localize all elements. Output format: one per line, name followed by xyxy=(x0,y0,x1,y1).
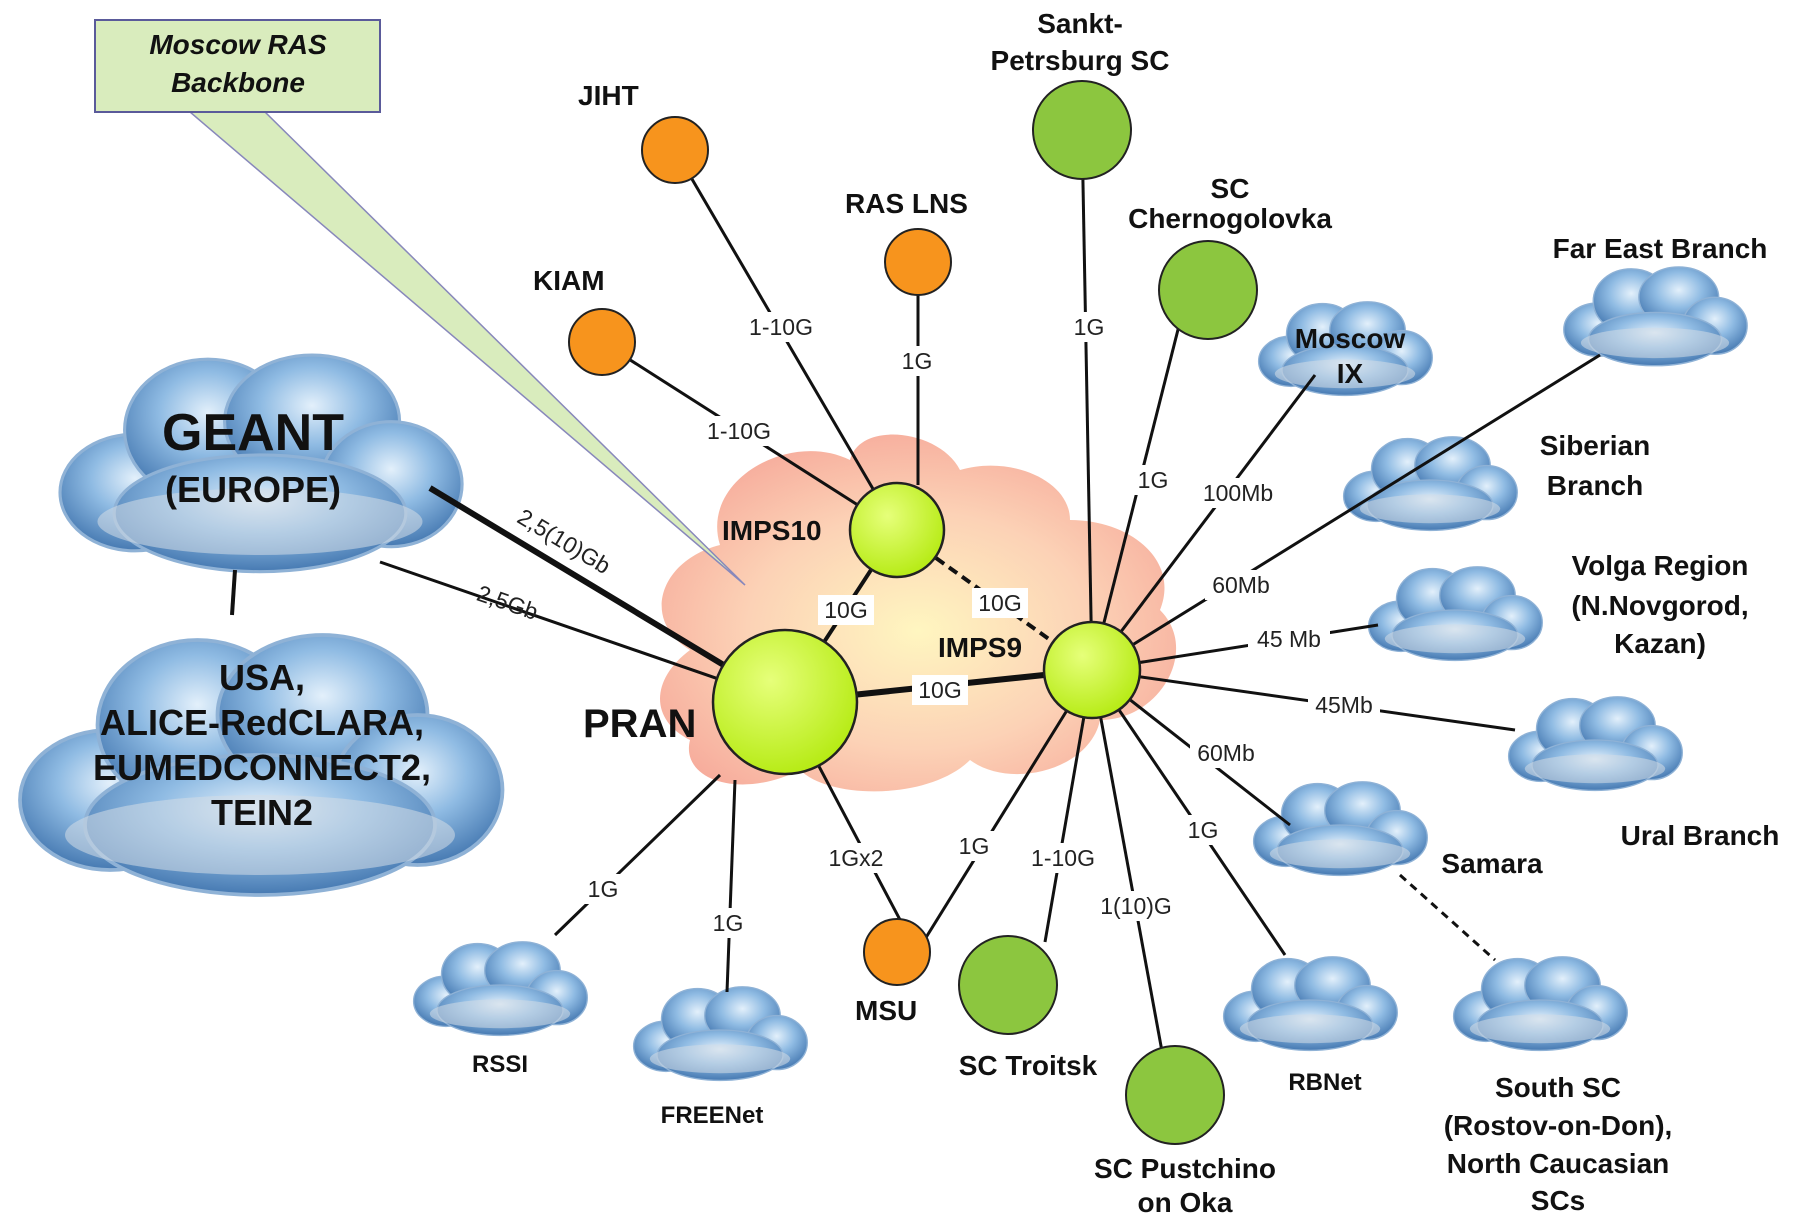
chernogolovka-sc-node xyxy=(1158,240,1258,340)
link-label-troitsk: 1-10G xyxy=(1031,845,1095,871)
jiht-label: JIHT xyxy=(578,80,639,111)
msu-node xyxy=(863,918,931,986)
spb-label-line2: Petrsburg SC xyxy=(991,45,1170,76)
spb-label-line1: Sankt- xyxy=(1037,8,1123,39)
moscow-ix-label-line1: Moscow xyxy=(1295,323,1406,354)
kiam-node xyxy=(568,308,636,376)
imps9-node xyxy=(1042,620,1142,720)
volga-label-line1: Volga Region xyxy=(1572,550,1749,581)
link-label-volga: 45 Mb xyxy=(1257,626,1321,652)
south-label-line4: SCs xyxy=(1531,1185,1585,1216)
backbone-callout: Moscow RAS Backbone xyxy=(94,19,746,586)
chernogolovka-label-line2: Chernogolovka xyxy=(1128,203,1332,234)
link-label-kiam: 1-10G xyxy=(707,418,771,444)
geant-label-line1: GEANT xyxy=(162,404,344,462)
link-label-rbnet: 1G xyxy=(1188,817,1219,843)
south-label-line2: (Rostov-on-Don), xyxy=(1444,1110,1673,1141)
callout-line2: Backbone xyxy=(171,67,305,98)
pustchino-sc-node xyxy=(1125,1045,1225,1145)
imps10-node xyxy=(848,481,946,579)
usa-label-line4: TEIN2 xyxy=(211,792,313,833)
ural-label: Ural Branch xyxy=(1621,820,1780,851)
link-label-spb: 1G xyxy=(1074,314,1105,340)
link-label-freenet: 1G xyxy=(713,910,744,936)
kiam-label: KIAM xyxy=(533,265,605,296)
link-label-siberian: 60Mb xyxy=(1212,572,1270,598)
samara-label: Samara xyxy=(1441,848,1543,879)
usa-label-line3: EUMEDCONNECT2, xyxy=(93,747,431,788)
cloud-labels: GEANT (EUROPE) USA, ALICE-RedCLARA, EUME… xyxy=(93,233,1779,1216)
siberian-label-line1: Siberian xyxy=(1540,430,1650,461)
jiht-node xyxy=(641,116,709,184)
link-label-pran-imps9: 10G xyxy=(918,677,961,703)
imps9-label: IMPS9 xyxy=(938,632,1022,663)
link-label-pustchino: 1(10)G xyxy=(1100,893,1172,919)
link-labels: 1-10G 1-10G 1G 10G 10G 10G 2,5(10)Gb 2,5… xyxy=(474,312,1380,938)
ras-lns-node xyxy=(884,228,952,296)
pustchino-label-line1: SC Pustchino xyxy=(1094,1153,1276,1184)
south-label-line1: South SC xyxy=(1495,1072,1621,1103)
institute-labels: JIHT KIAM RAS LNS MSU xyxy=(533,80,968,1026)
usa-label-line1: USA, xyxy=(219,657,305,698)
rbnet-label: RBNet xyxy=(1288,1069,1361,1096)
msu-label: MSU xyxy=(855,995,917,1026)
link-label-rssi: 1G xyxy=(588,876,619,902)
pran-label: PRAN xyxy=(583,702,696,746)
siberian-label-line2: Branch xyxy=(1547,470,1643,501)
usa-label-line2: ALICE-RedCLARA, xyxy=(100,702,424,743)
link-label-msu-pran: 1Gx2 xyxy=(829,845,884,871)
far-east-label: Far East Branch xyxy=(1553,233,1768,264)
moscow-ix-label-line2: IX xyxy=(1337,358,1364,389)
volga-label-line3: Kazan) xyxy=(1614,628,1706,659)
rssi-label: RSSI xyxy=(472,1051,528,1078)
geant-label-line2: (EUROPE) xyxy=(165,469,341,510)
troitsk-sc-node xyxy=(958,935,1058,1035)
link-label-ural: 45Mb xyxy=(1315,692,1373,718)
link-label-samara: 60Mb xyxy=(1197,740,1255,766)
callout-line1: Moscow RAS xyxy=(149,29,327,60)
link-label-jiht: 1-10G xyxy=(749,314,813,340)
institute-nodes xyxy=(568,116,952,986)
imps10-label: IMPS10 xyxy=(722,515,822,546)
link-label-ras-lns: 1G xyxy=(902,348,933,374)
volga-label-line2: (N.Novgorod, xyxy=(1571,590,1748,621)
hub-labels: PRAN IMPS10 IMPS9 xyxy=(583,515,1022,746)
pustchino-label-line2: on Oka xyxy=(1138,1187,1233,1217)
link-label-moscow-ix: 100Mb xyxy=(1203,480,1273,506)
link-label-msu-imps9: 1G xyxy=(959,833,990,859)
freenet-label: FREENet xyxy=(661,1102,764,1129)
chernogolovka-label-line1: SC xyxy=(1211,173,1250,204)
link-label-imps10-imps9: 10G xyxy=(978,590,1021,616)
link-label-usa: 2,5Gb xyxy=(474,580,542,625)
south-label-line3: North Caucasian xyxy=(1447,1148,1670,1179)
troitsk-label: SC Troitsk xyxy=(959,1050,1098,1081)
ras-lns-label: RAS LNS xyxy=(845,188,968,219)
hub-nodes xyxy=(711,481,1142,776)
sc-nodes xyxy=(958,80,1258,1145)
sc-labels: Sankt- Petrsburg SC SC Chernogolovka SC … xyxy=(959,8,1333,1217)
link-label-pran-imps10: 10G xyxy=(824,597,867,623)
pran-node xyxy=(711,628,859,776)
link-label-chernogolovka: 1G xyxy=(1138,467,1169,493)
spb-sc-node xyxy=(1032,80,1132,180)
